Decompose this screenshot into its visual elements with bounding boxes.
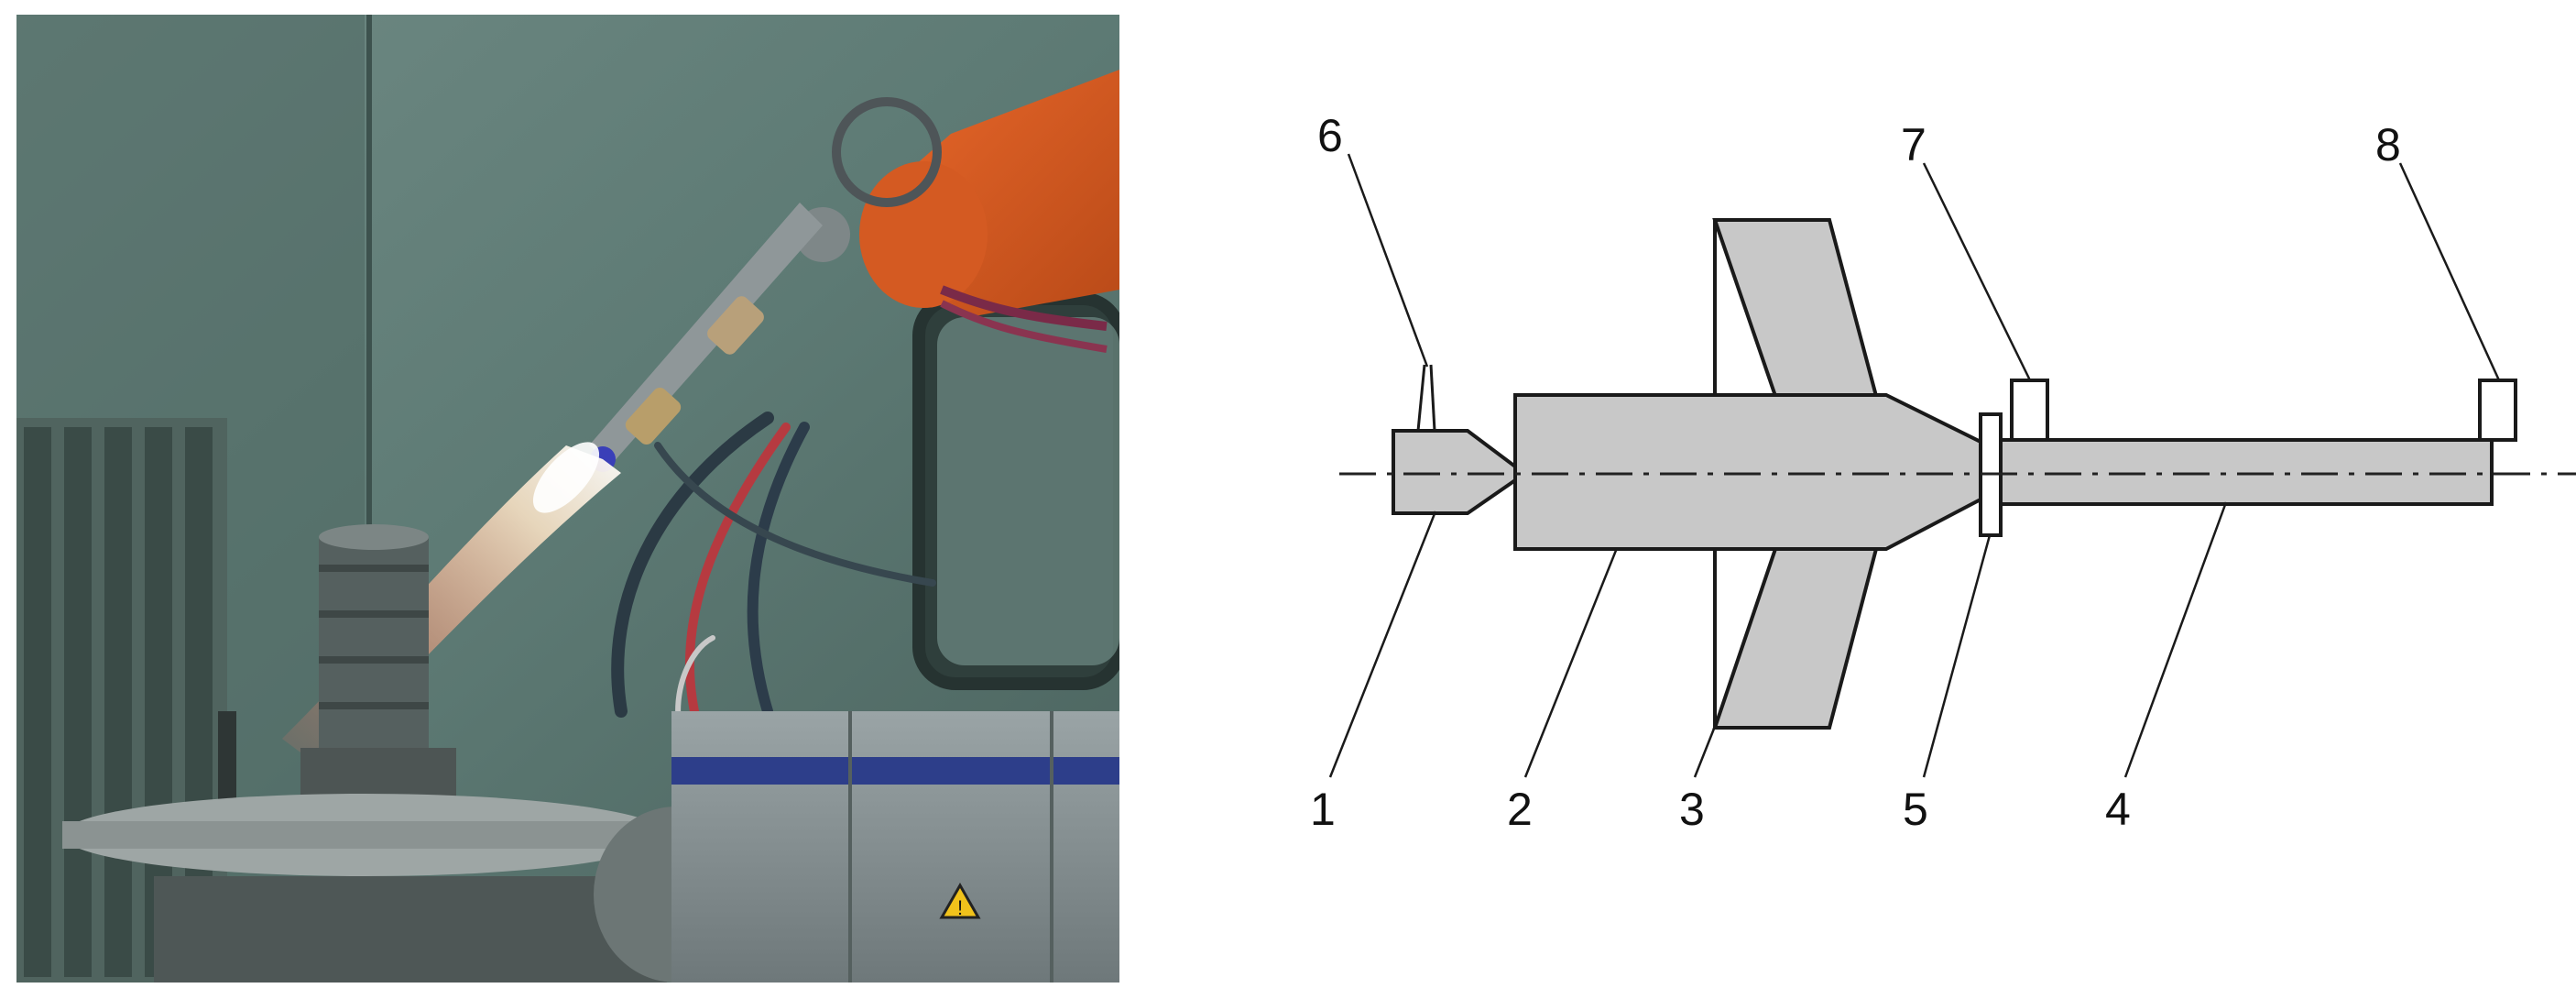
leader-4 xyxy=(2123,501,2228,778)
front-nozzle xyxy=(1392,429,1517,515)
extension-tube xyxy=(1995,438,2494,506)
plasma-spray-photo: ! xyxy=(16,15,1119,983)
plasma-gun-schematic: 6 7 8 1 2 3 5 4 xyxy=(1273,0,2576,999)
label-8: 8 xyxy=(2375,119,2401,170)
label-5: 5 xyxy=(1903,784,1928,835)
workpiece xyxy=(218,524,456,821)
warning-icon xyxy=(939,882,981,919)
label-6: 6 xyxy=(1317,110,1343,161)
leader-1 xyxy=(1328,510,1437,778)
injector-6 xyxy=(1416,364,1436,432)
leader-2 xyxy=(1523,547,1619,778)
gun-body xyxy=(1513,393,1982,551)
label-3: 3 xyxy=(1679,784,1705,835)
leader-8 xyxy=(2398,162,2501,381)
leader-7 xyxy=(1922,162,2032,381)
label-4: 4 xyxy=(2105,784,2131,835)
booth-window xyxy=(912,292,1119,690)
port-7 xyxy=(2010,379,2049,442)
fin-upper xyxy=(1712,218,1879,398)
label-7: 7 xyxy=(1901,119,1927,170)
label-2: 2 xyxy=(1507,784,1533,835)
plume-core xyxy=(532,442,600,513)
leader-3 xyxy=(1693,723,1718,778)
warning-mark: ! xyxy=(957,896,963,919)
robot-arm xyxy=(795,70,1119,353)
label-1: 1 xyxy=(1310,784,1336,835)
schematic-svg: 6 7 8 1 2 3 5 4 xyxy=(1310,110,2576,835)
photo-illustration: ! xyxy=(16,15,1119,983)
fin-lower xyxy=(1712,547,1879,730)
control-cabinet: ! xyxy=(671,711,1119,983)
port-8 xyxy=(2478,379,2517,442)
hoses xyxy=(611,412,936,769)
leader-5 xyxy=(1922,534,1992,778)
leader-6 xyxy=(1347,153,1429,368)
turntable xyxy=(62,794,759,983)
